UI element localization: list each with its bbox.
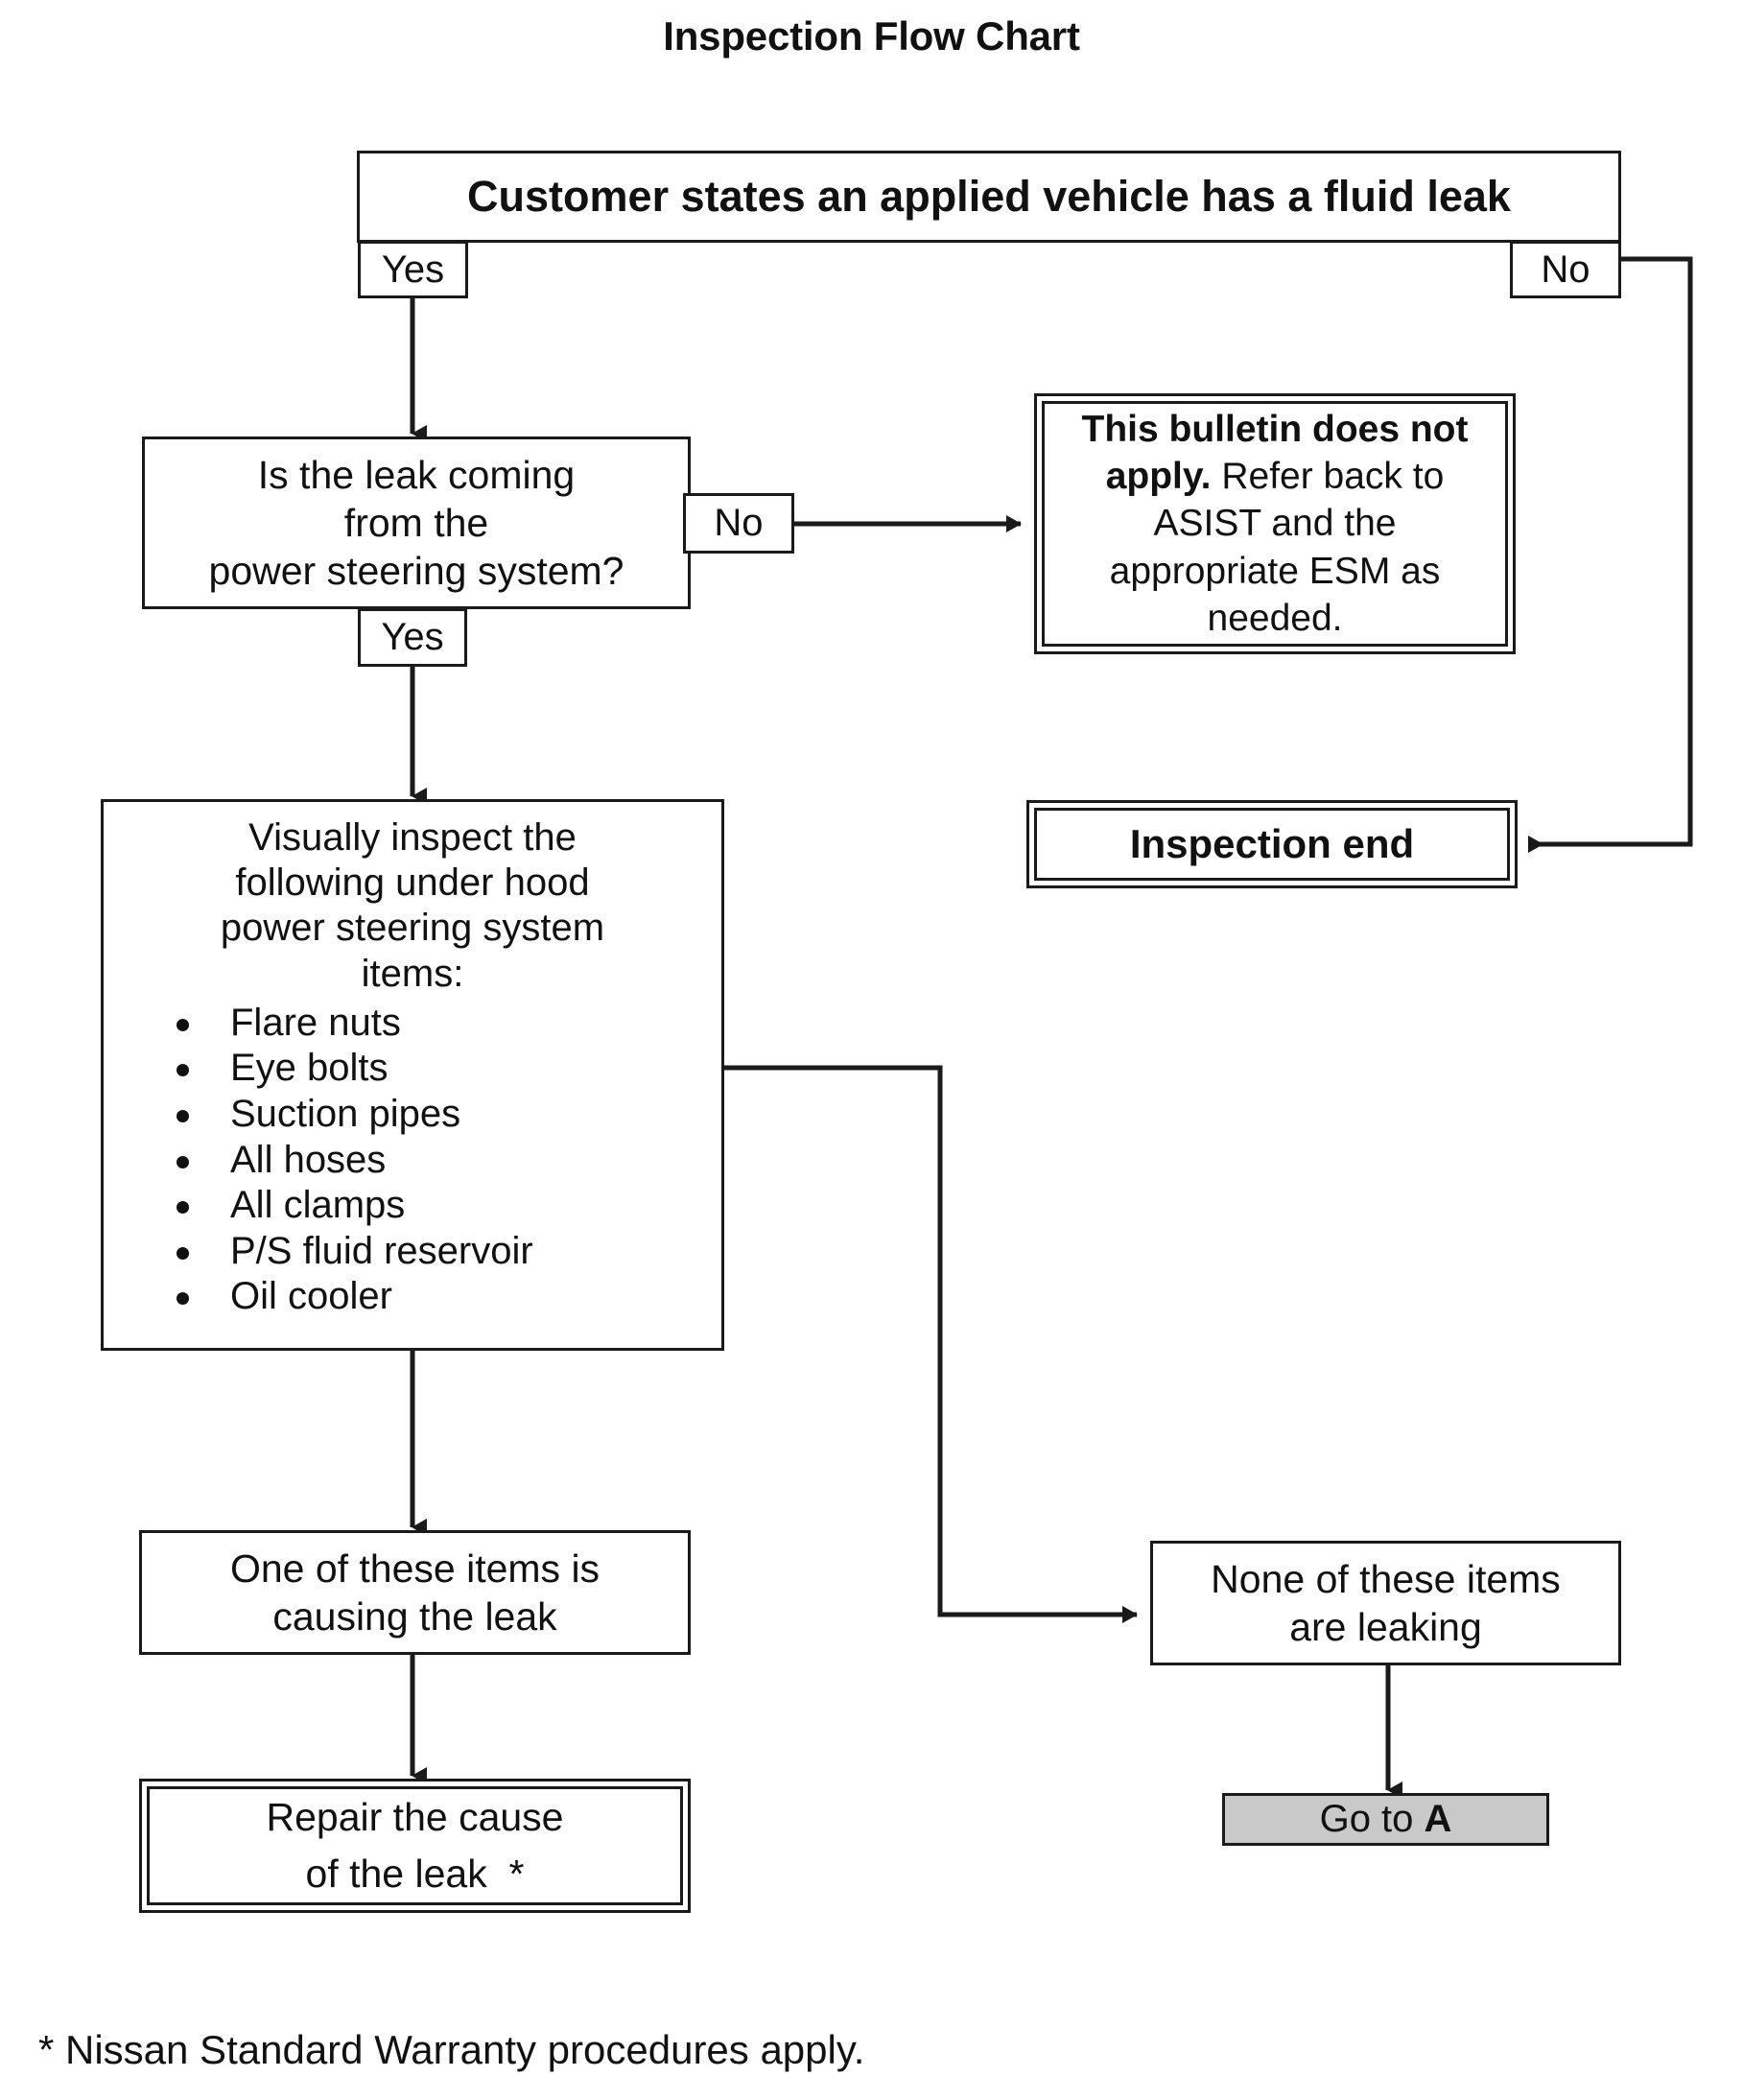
edge-label-start-yes-text: Yes [381, 248, 445, 291]
edge-label-decision-no-text: No [714, 502, 764, 544]
node-bulletin-inner: This bulletin does not apply. Refer back… [1042, 401, 1508, 647]
node-inspection-end-inner: Inspection end [1034, 808, 1510, 881]
node-bulletin-does-not-apply[interactable]: This bulletin does not apply. Refer back… [1034, 393, 1516, 654]
node-go-to-a[interactable]: Go to A [1222, 1793, 1549, 1846]
edge-label-decision-no: No [683, 493, 794, 554]
node-bulletin-rest: Refer back to ASIST and the appropriate … [1109, 456, 1445, 639]
edge-start-no-to-inspection-end [1528, 256, 1693, 853]
edge-label-decision-yes: Yes [358, 608, 467, 667]
node-bulletin-bold: This bulletin does not apply. [1081, 409, 1469, 498]
edge-label-decision-yes-text: Yes [381, 616, 444, 658]
list-item: P/S fluid reservoir [171, 1229, 712, 1275]
node-go-to-a-target: A [1424, 1798, 1452, 1840]
list-item: Flare nuts [171, 1001, 712, 1047]
footnote-warranty: * Nissan Standard Warranty procedures ap… [38, 2027, 865, 2072]
list-item: All clamps [171, 1183, 712, 1229]
list-item: All hoses [171, 1138, 712, 1184]
node-go-to-a-prefix: Go to [1319, 1798, 1425, 1840]
node-go-to-a-text: Go to A [1320, 1798, 1452, 1841]
edge-label-start-no: No [1510, 241, 1621, 298]
node-bulletin-text: This bulletin does not apply. Refer back… [1058, 406, 1492, 642]
node-start-label: Customer states an applied vehicle has a… [467, 172, 1511, 221]
page-title: Inspection Flow Chart [663, 13, 1080, 59]
node-inspection-end[interactable]: Inspection end [1026, 800, 1518, 888]
edge-inspect-to-none-leaking [724, 1065, 1138, 1623]
inspect-item-list: Flare nuts Eye bolts Suction pipes All h… [113, 1001, 712, 1320]
edge-label-start-yes: Yes [358, 241, 468, 298]
node-inspection-end-label: Inspection end [1129, 821, 1415, 866]
edge-label-start-no-text: No [1541, 248, 1590, 291]
list-item: Oil cooler [171, 1274, 712, 1320]
list-item: Suction pipes [171, 1092, 712, 1138]
node-customer-states-leak[interactable]: Customer states an applied vehicle has a… [357, 151, 1621, 243]
list-item: Eye bolts [171, 1046, 712, 1092]
